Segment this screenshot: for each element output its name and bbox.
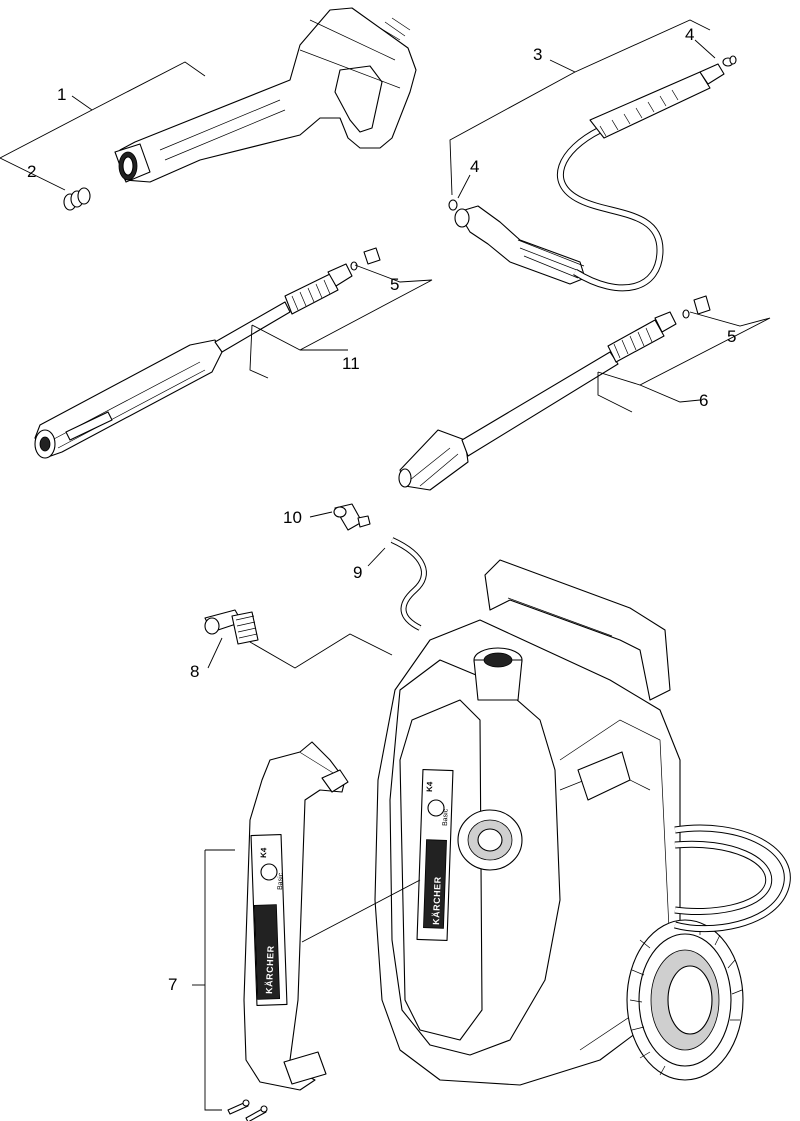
detergent-filter bbox=[333, 503, 371, 531]
label-part-2: 2 bbox=[27, 162, 36, 181]
body-brand-logo: KÄRCHER bbox=[431, 876, 443, 925]
dirt-blaster-lance bbox=[398, 295, 711, 491]
body-badge-top: K4 bbox=[425, 781, 434, 792]
label-part-3: 3 bbox=[533, 45, 542, 64]
cover-brand-logo: KÄRCHER bbox=[264, 945, 276, 994]
label-part-7: 7 bbox=[168, 975, 177, 994]
pressure-washer-body: KÄRCHER K4 Basic bbox=[374, 559, 791, 1086]
label-part-9: 9 bbox=[353, 563, 362, 582]
o-ring-hose-end bbox=[448, 199, 458, 211]
o-ring-hose-tip bbox=[729, 55, 737, 65]
label-part-5-lance: 5 bbox=[390, 275, 399, 294]
label-part-5-blaster: 5 bbox=[727, 327, 736, 346]
seal-rings bbox=[63, 187, 91, 211]
label-part-1: 1 bbox=[57, 85, 66, 104]
label-part-11: 11 bbox=[342, 354, 360, 373]
body-badge-bottom: Basic bbox=[442, 808, 450, 826]
label-part-10: 10 bbox=[283, 508, 302, 527]
detergent-hose bbox=[390, 537, 427, 631]
label-part-4-hose-end: 4 bbox=[470, 157, 479, 176]
high-pressure-hose bbox=[454, 57, 734, 292]
garden-hose-adapter bbox=[204, 609, 259, 645]
label-part-8: 8 bbox=[190, 662, 199, 681]
cover-screws bbox=[227, 1099, 268, 1121]
cover-badge-bottom: Basic bbox=[277, 872, 285, 890]
part-number-labels: 1 2 3 4 4 5 5 6 7 8 9 10 11 bbox=[27, 25, 736, 994]
label-part-6: 6 bbox=[699, 391, 708, 410]
spray-lance-vario bbox=[34, 247, 381, 459]
cover-badge-top: K4 bbox=[259, 847, 268, 858]
front-cover-panel: KÄRCHER K4 Basic bbox=[243, 741, 349, 1091]
trigger-gun bbox=[114, 7, 417, 183]
leader-lines bbox=[0, 19, 771, 1111]
label-part-4-hose-tip: 4 bbox=[685, 25, 694, 44]
